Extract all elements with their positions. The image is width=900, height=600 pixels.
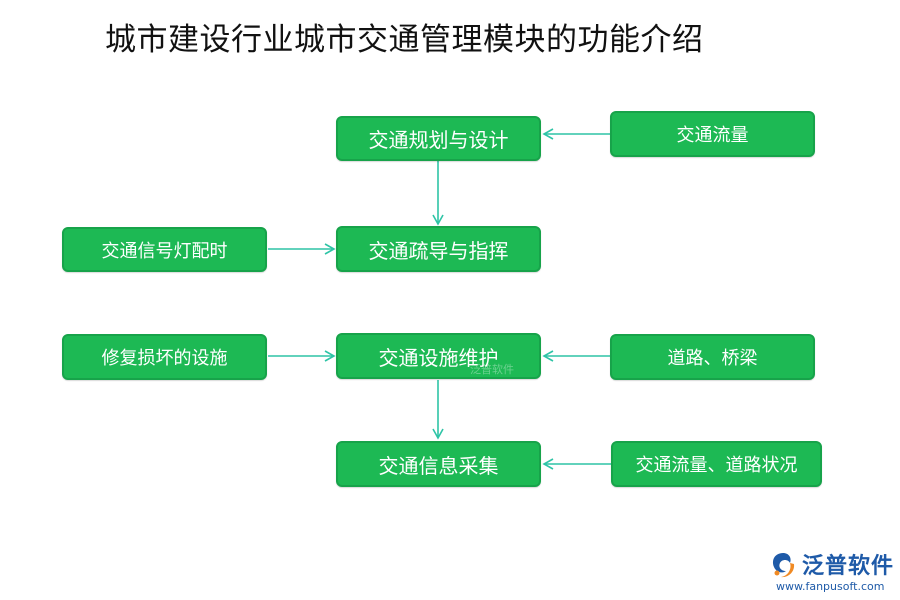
node-info-collection: 交通信息采集 xyxy=(336,441,541,487)
node-repair-facilities: 修复损坏的设施 xyxy=(62,334,267,380)
node-facility-maintenance: 交通设施维护 xyxy=(336,333,541,379)
node-traffic-guidance: 交通疏导与指挥 xyxy=(336,226,541,272)
brand-name: 泛普软件 xyxy=(802,554,895,579)
node-signal-timing: 交通信号灯配时 xyxy=(62,227,267,272)
diagram-title: 城市建设行业城市交通管理模块的功能介绍 xyxy=(105,22,704,58)
brand-url: www.fanpusoft.com xyxy=(776,580,885,593)
node-traffic-flow: 交通流量 xyxy=(610,111,815,157)
fanpu-swirl-icon xyxy=(773,553,795,578)
node-flow-road-status: 交通流量、道路状况 xyxy=(611,441,822,487)
brand-logo: 泛普软件 www.fanpusoft.com xyxy=(768,548,893,598)
node-traffic-planning: 交通规划与设计 xyxy=(336,116,541,161)
watermark-text: 泛普软件 xyxy=(470,363,514,376)
node-roads-bridges: 道路、桥梁 xyxy=(610,334,815,380)
